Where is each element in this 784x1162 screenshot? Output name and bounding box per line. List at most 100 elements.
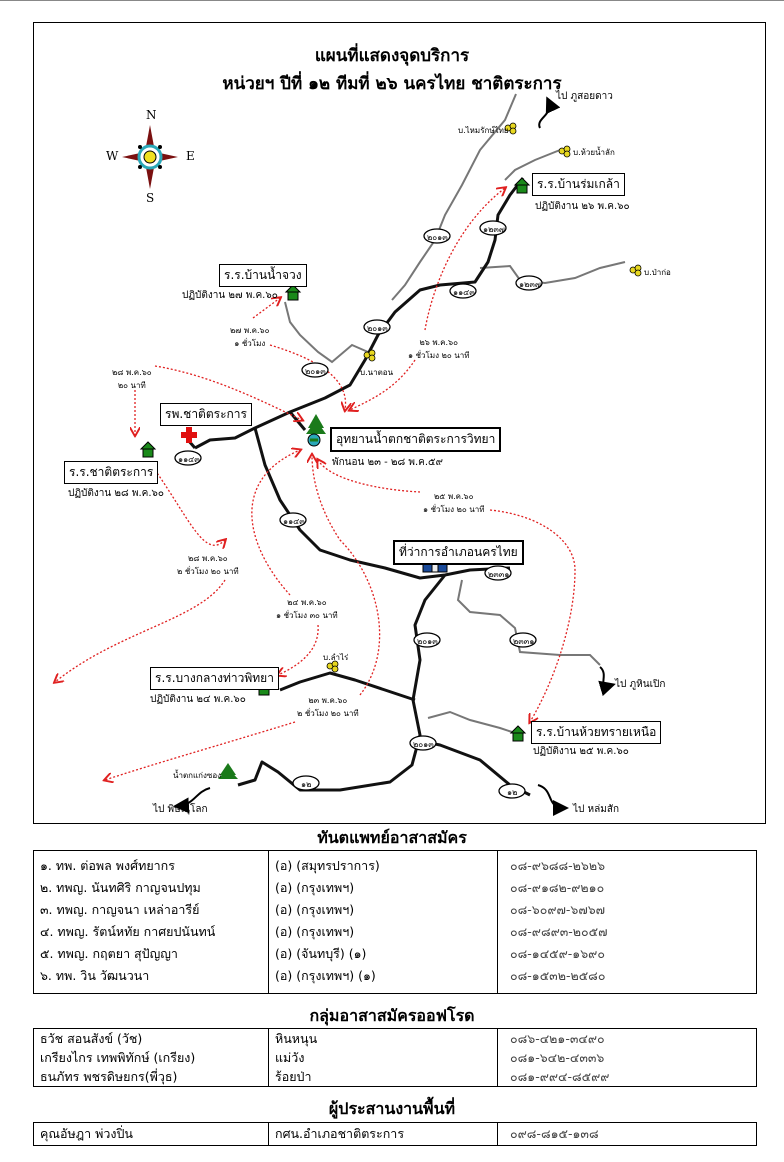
origin-cell: (อ) (กรุงเทพฯ): [268, 921, 498, 943]
name-cell: ๖. ทพ. วิน วัฒนวนา: [33, 965, 269, 994]
place-date: ปฏิบัติงาน ๒๔ พ.ค.๖๐: [150, 694, 246, 705]
minor-roads: [284, 93, 626, 733]
village-label: บ.ไหมรักษ์ไทย: [458, 126, 509, 135]
place-park: อุทยานน้ำตกชาติตระการวิทยา: [330, 427, 502, 452]
direction-arrows: [173, 96, 616, 816]
road-north-gray: [391, 93, 517, 301]
coordinator-heading: ผู้ประสานงานพื้นที่: [328, 1099, 456, 1118]
trip-date: ๒๘ พ.ค.๖๐: [112, 368, 152, 377]
table-row: ๖. ทพ. วิน วัฒนวนา(อ) (กรุงเทพฯ) (๑)๐๘-๑…: [33, 965, 757, 994]
hospital-cross-icon: [181, 427, 197, 443]
map-title: แผนที่แสดงจุดบริการ: [314, 46, 470, 66]
trip-note: ๒๕ พ.ค.๖๐๑ ชั่วโมง ๒๐ นาที: [423, 490, 485, 516]
route-to-namjuang: [252, 298, 280, 319]
table-row: ๓. ทพญ. กาญจนา เหล่าอารีย์(อ) (กรุงเทพฯ)…: [33, 899, 757, 921]
road-number: ๒๐๑๓: [427, 233, 448, 242]
route-from-huaisai: [318, 460, 421, 493]
place-date: ปฏิบัติงาน ๒๖ พ.ค.๖๐: [535, 201, 630, 212]
road-number: ๑๑๔๓: [283, 517, 305, 526]
trip-time: ๑ ชั่วโมง ๒๐ นาที: [408, 351, 470, 360]
road-main-south: [253, 427, 511, 580]
school-icon: [509, 725, 527, 742]
trip-date: ๒๓ พ.ค.๖๐: [308, 696, 348, 705]
phone-cell: ๐๘-๙๖๘๘-๒๖๒๖: [510, 858, 606, 873]
place-namjuang: ร.ร.บ้านน้ำจวง: [219, 264, 307, 287]
table-row: ๔. ทพญ. รัตน์หทัย กาศยปนันทน์(อ) (กรุงเท…: [33, 921, 757, 943]
village-icons: [326, 122, 642, 673]
arrow-phitsanulok: [173, 787, 211, 814]
road-number: ๑๑๔๓: [453, 288, 475, 297]
dentists-heading: ทันตแพทย์อาสาสมัคร: [317, 828, 467, 847]
map-frame: [33, 22, 766, 824]
village-icon: [326, 660, 339, 673]
village-label: บ.ป่าก่อ: [644, 268, 671, 277]
road-shields: [174, 220, 543, 799]
park-stay-dates: พักนอน ๒๓ - ๒๘ พ.ค.๕๙: [332, 457, 443, 468]
place-romklao: ร.ร.บ้านร่มเกล้า: [532, 173, 625, 196]
phone-cell: ๐๙๘-๘๑๕-๑๓๘: [510, 1126, 599, 1141]
compass-rose: [122, 125, 178, 189]
village-label: บ.นาตอน: [360, 368, 394, 377]
trip-time: ๑ ชั่วโมง: [234, 339, 266, 348]
phone-cell: ๐๘-๖๐๙๗-๖๗๖๗: [510, 902, 606, 917]
name-cell: ๔. ทพญ. รัตน์หทัย กาศยปนันทน์: [33, 921, 269, 943]
phone-cell: ๐๘-๙๘๙๓-๒๐๕๗: [510, 924, 608, 939]
table-row: คุณอัษฎา พ่วงปิ่นกศน.อำเภอชาติตระการ๐๙๘-…: [33, 1122, 757, 1146]
park-icon: [307, 433, 321, 447]
dentists-table: ๑. ทพ. ต่อพล พงศ์ทยากร(อ) (สมุทรปราการ)๐…: [33, 850, 757, 994]
road-number: ๑๒๓๗: [483, 225, 505, 234]
school-icon: [139, 441, 157, 458]
road-huainamlak: [504, 149, 561, 181]
route-to-huaisai: [489, 509, 576, 722]
phone-cell: ๐๘-๑๕๓๒-๒๕๘๐: [510, 968, 606, 983]
trip-time: ๑ ชั่วโมง ๒๐ นาที: [423, 505, 485, 514]
table-row: ธนภัทร พชรดิษยกร(พี่วุธ)ร้อยป่า๐๘๑-๙๙๔-๘…: [33, 1067, 757, 1087]
place-hospital: รพ.ชาติตระการ: [160, 403, 252, 426]
phone-cell: ๐๘-๑๔๕๙-๑๖๙๐: [510, 946, 605, 961]
area-cell: แม่วัง: [268, 1048, 498, 1067]
road-number: ๒๐๑๓: [305, 367, 326, 376]
tree-icon: [306, 414, 326, 434]
trip-note: ๒๔ พ.ค.๖๐๑ ชั่วโมง ๓๐ นาที: [276, 596, 338, 622]
origin-cell: (อ) (จันทบุรี) (๑): [268, 943, 498, 965]
place-chattrakan: ร.ร.ชาติตระการ: [64, 461, 159, 484]
road-number: ๒๐๑๓: [413, 740, 434, 749]
arrow-phusoidao: [538, 96, 561, 129]
trip-time: ๒ ชั่วโมง ๒๐ นาที: [297, 709, 359, 718]
place-bangklang: ร.ร.บางกลางท่าวพิทยา: [150, 667, 279, 690]
area-cell: หินหนุน: [268, 1028, 498, 1048]
trip-date: ๒๔ พ.ค.๖๐: [287, 598, 327, 607]
phone-cell: ๐๘-๙๑๘๒-๙๒๑๐: [510, 880, 605, 895]
road-number: ๒๓๓๑: [488, 570, 510, 579]
top-rule: [0, 0, 784, 1]
coordinator-table: คุณอัษฎา พ่วงปิ่นกศน.อำเภอชาติตระการ๐๙๘-…: [33, 1122, 757, 1146]
village-label: บ.ห้วยน้ำลัก: [573, 148, 615, 157]
route-to-romklao: [424, 188, 505, 331]
direction-phitsanulok: ไป พิษณุโลก: [153, 804, 208, 815]
trip-note: ๒๘ พ.ค.๖๐๒๐ นาที: [112, 366, 152, 392]
table-row: ธวัช สอนสังข์ (วัช)หินหนุน๐๘๖-๔๒๑-๓๔๙๐: [33, 1028, 757, 1048]
road-namjuang: [284, 301, 369, 364]
trip-note: ๒๖ พ.ค.๖๐๑ ชั่วโมง ๒๐ นาที: [408, 336, 470, 362]
place-huaisai: ร.ร.บ้านห้วยทรายเหนือ: [531, 721, 662, 744]
name-cell: ๓. ทพญ. กาญจนา เหล่าอารีย์: [33, 899, 269, 921]
route-to-bangklang: [278, 624, 319, 675]
place-district-office: ที่ว่าการอำเภอนครไทย: [393, 540, 524, 565]
table-row: ๕. ทพญ. กฤตยา สุปัญญา(อ) (จันทบุรี) (๑)๐…: [33, 943, 757, 965]
map-subtitle: หน่วยฯ ปีที่ ๑๒ ทีมที่ ๒๖ นครไทย ชาติตระ…: [222, 74, 562, 94]
offroad-heading: กลุ่มอาสาสมัครออฟโรด: [309, 1006, 475, 1025]
origin-cell: (อ) (กรุงเทพฯ): [268, 877, 498, 899]
village-icon: [363, 349, 376, 362]
tree-icon: [218, 763, 238, 779]
trip-date: ๒๖ พ.ค.๖๐: [419, 338, 459, 347]
trip-time: ๒ ชั่วโมง ๒๐ นาที: [177, 567, 239, 576]
trip-note: ๒๘ พ.ค.๖๐๒ ชั่วโมง ๒๐ นาที: [177, 552, 239, 578]
area-cell: ร้อยป่า: [268, 1067, 498, 1087]
place-date: ปฏิบัติงาน ๒๘ พ.ค.๖๐: [68, 488, 164, 499]
road-number: ๑๒: [301, 780, 312, 789]
name-cell: คุณอัษฎา พ่วงปิ่น: [33, 1122, 269, 1146]
name-cell: เกรียงไกร เทพพิทักษ์ (เกรียง): [33, 1048, 269, 1067]
route-chattrakan-park: [154, 365, 302, 420]
trip-time: ๒๐ นาที: [117, 381, 146, 390]
